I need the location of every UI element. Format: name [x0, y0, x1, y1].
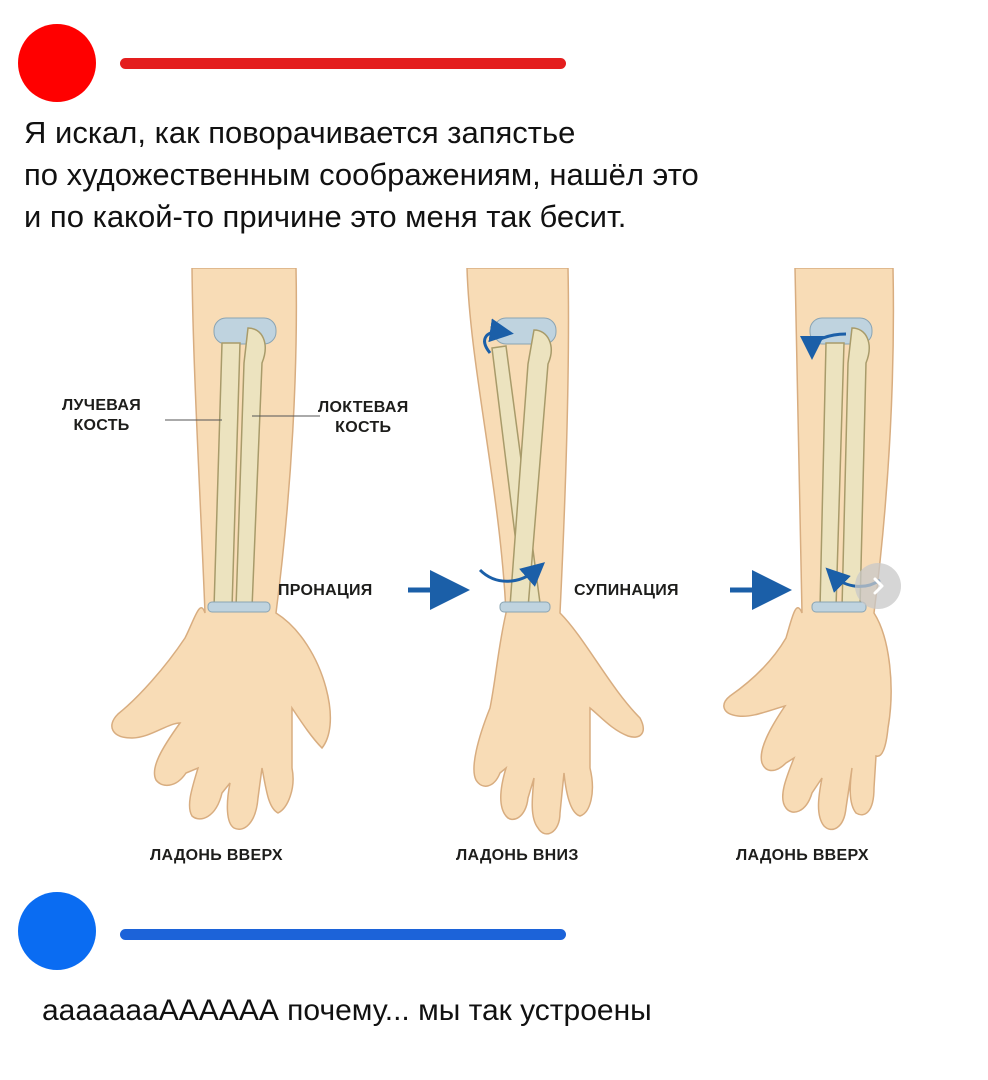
wrist-cartilage-1 [207, 601, 271, 613]
forearm-rotation-illustration: ЛУЧЕВАЯ КОСТЬ ЛОКТЕВАЯ КОСТЬ ПРОНАЦИЯ СУ… [0, 267, 988, 888]
radius-label-line: ЛУЧЕВАЯ [62, 397, 142, 414]
rotation-arrow-wrist-2 [478, 562, 546, 587]
post-text-1: Я искал, как поворачивается запястье по … [24, 112, 699, 238]
radius-label-line: КОСТЬ [73, 417, 130, 434]
ulna-label-line: КОСТЬ [335, 419, 392, 436]
arm-palm-up-2 [723, 267, 895, 831]
palm-down-label: ЛАДОНЬ ВНИЗ [456, 847, 579, 864]
avatar-red [18, 24, 96, 102]
chevron-right-icon [873, 577, 884, 595]
wrist-cartilage-2 [499, 601, 551, 613]
rotation-arrow-elbow-3 [800, 332, 847, 360]
supination-label: СУПИНАЦИЯ [574, 582, 679, 599]
header-bar-blue [120, 929, 566, 940]
post-text-2: аааааааАААААА почему... мы так устроены [42, 994, 652, 1027]
ulna-label: ЛОКТЕВАЯ КОСТЬ [318, 398, 409, 438]
post-line: Я искал, как поворачивается запястье [24, 115, 576, 150]
gallery-next-button[interactable] [855, 563, 901, 609]
elbow-cartilage-1 [213, 317, 277, 345]
avatar-blue [18, 892, 96, 970]
arm-palm-down [466, 267, 644, 835]
forearm-svg [111, 267, 895, 835]
pronation-label: ПРОНАЦИЯ [278, 582, 373, 599]
palm-up-label-2: ЛАДОНЬ ВВЕРХ [736, 847, 869, 864]
rotation-arrow-elbow-2 [483, 318, 514, 354]
post-line: и по какой-то причине это меня так бесит… [24, 199, 627, 234]
header-bar-red [120, 58, 566, 69]
arm-palm-up-1 [111, 267, 332, 830]
palm-up-label-1: ЛАДОНЬ ВВЕРХ [150, 847, 283, 864]
radius-label: ЛУЧЕВАЯ КОСТЬ [62, 396, 141, 436]
post-line: по художественным соображениям, нашёл эт… [24, 157, 699, 192]
ulna-label-line: ЛОКТЕВАЯ [318, 399, 409, 416]
wrist-cartilage-3 [811, 601, 867, 613]
